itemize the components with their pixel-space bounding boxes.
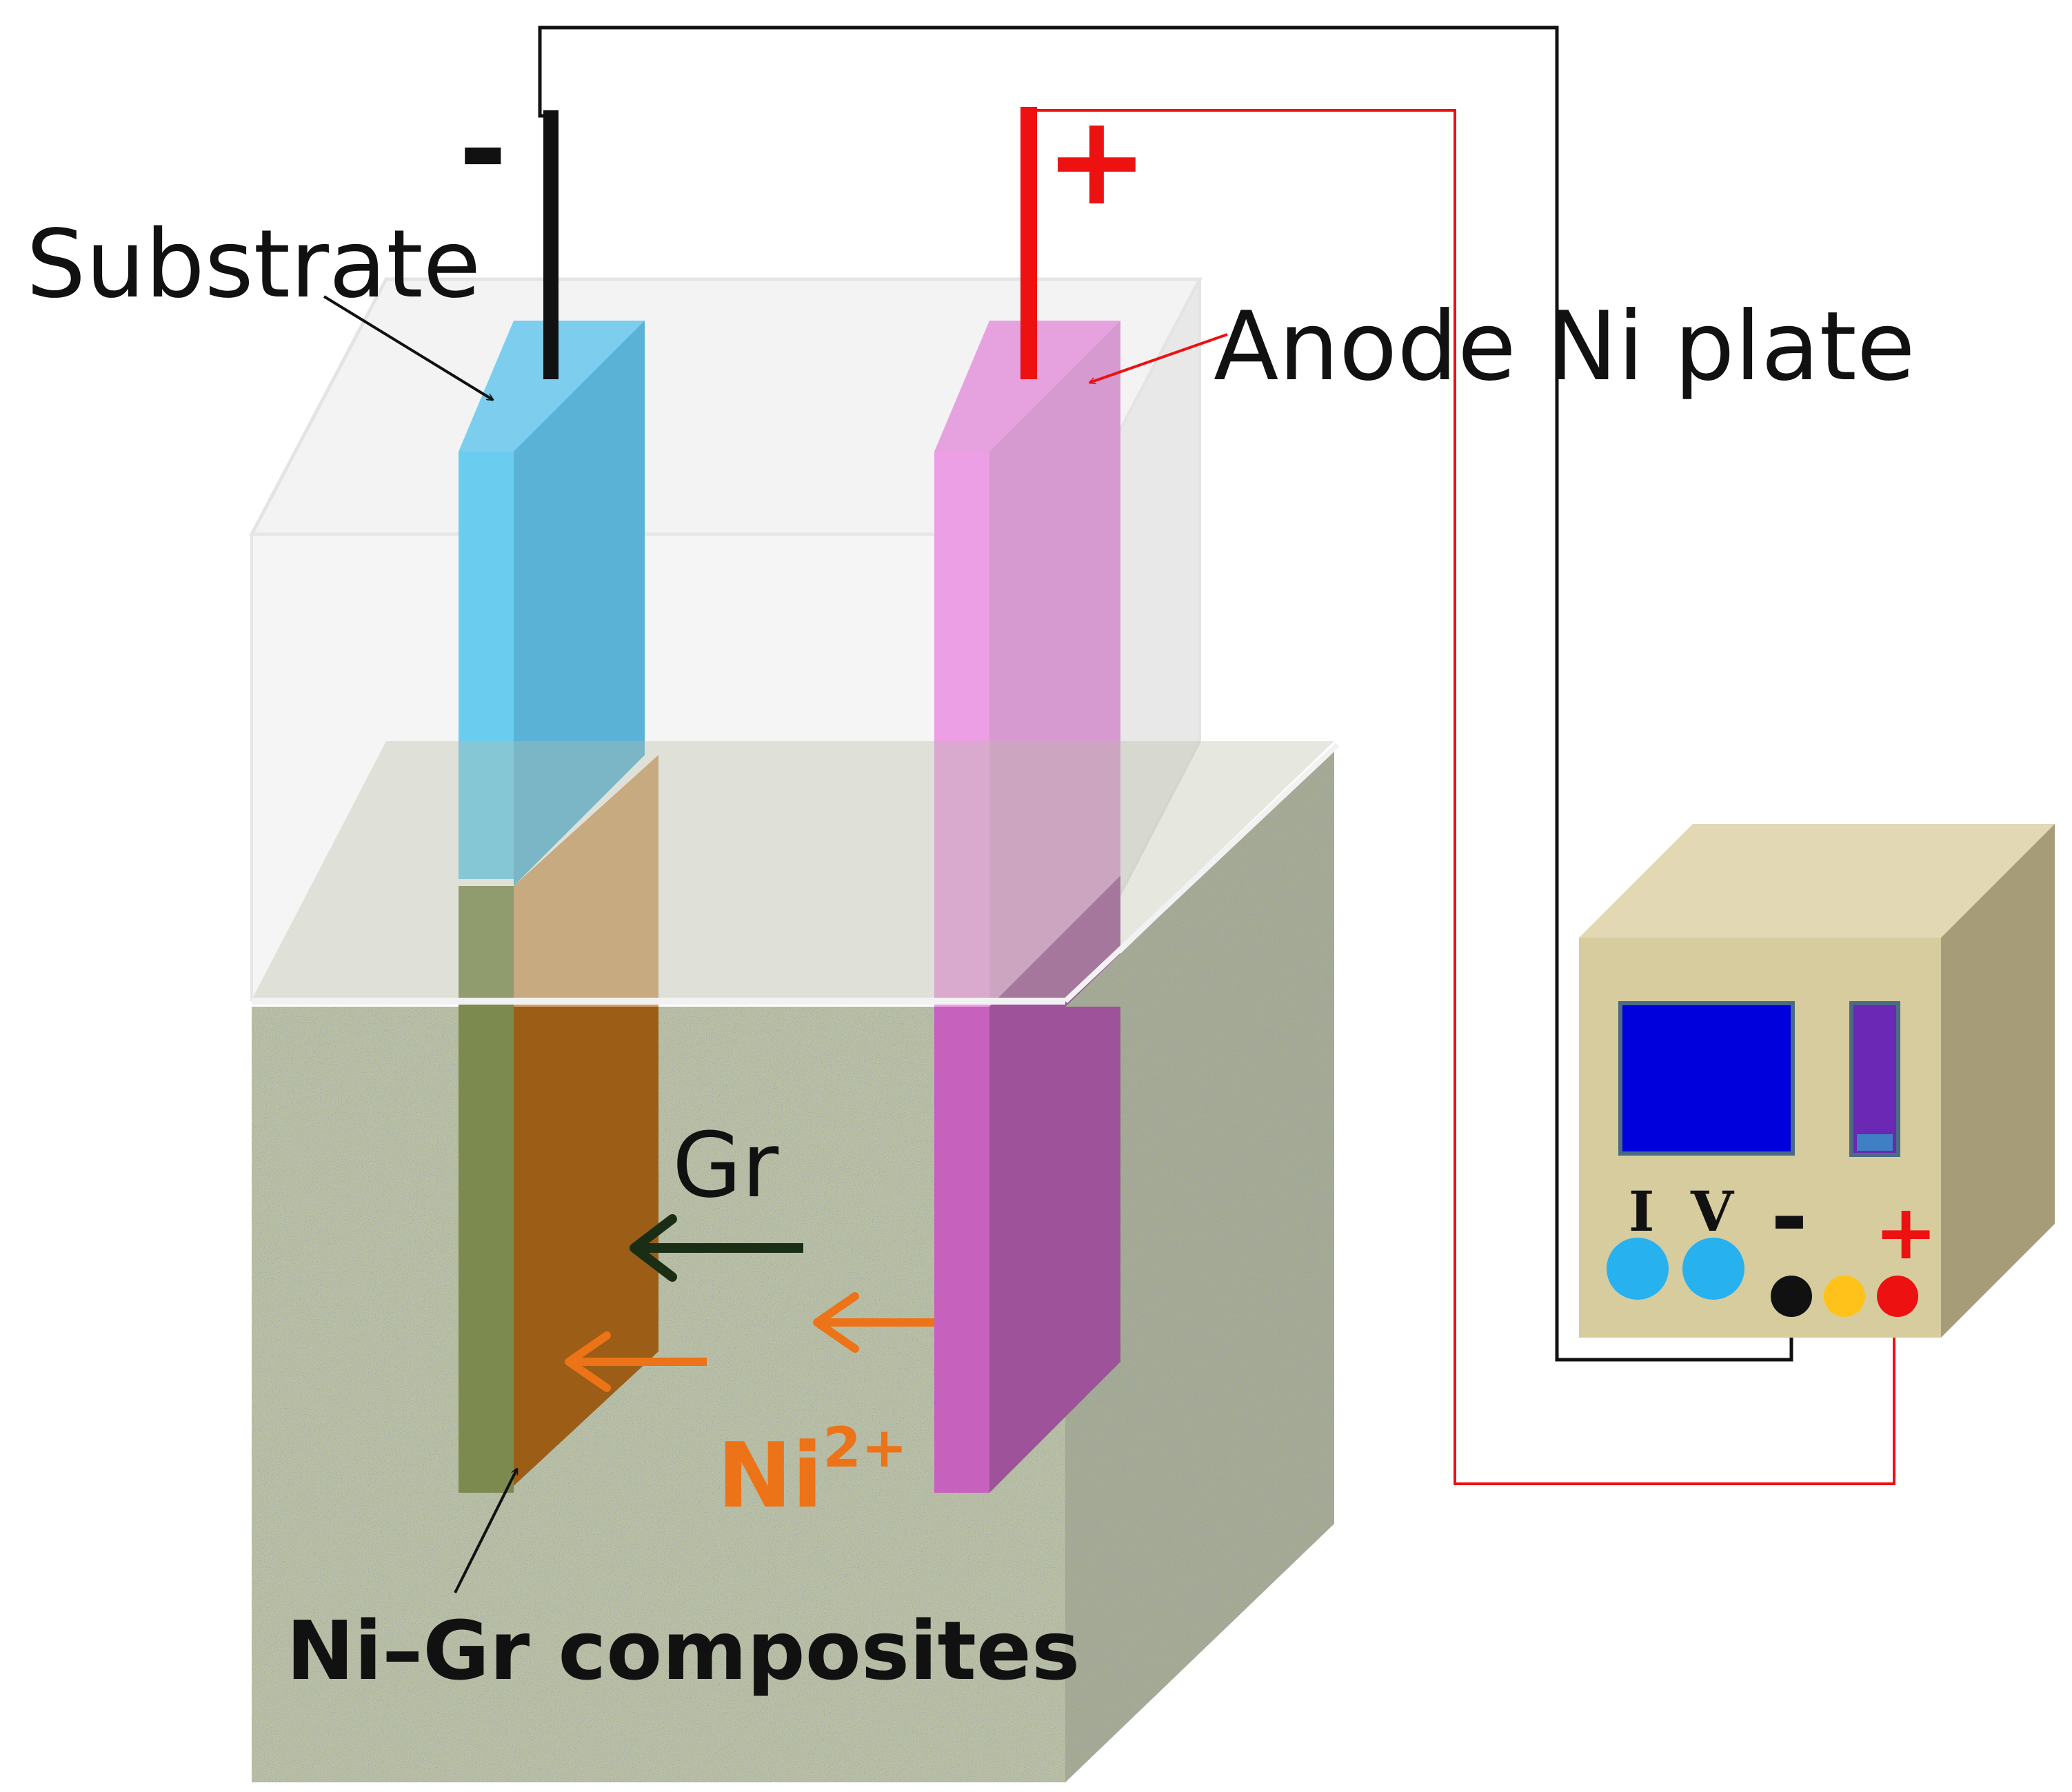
negative-terminal[interactable] (1771, 1276, 1812, 1317)
ni-ion-arrow-upper (813, 1292, 934, 1353)
power-supply-meter-fill (1857, 1134, 1893, 1151)
ni-ion-label: Ni2+ (717, 1416, 907, 1528)
power-supply-top (1579, 824, 2055, 938)
power-supply: I V - + (1579, 824, 2055, 1338)
substrate-label: Substrate (26, 210, 481, 319)
current-knob[interactable] (1607, 1238, 1669, 1300)
immersed-electrodes (459, 1007, 1120, 1493)
cathode-lead (543, 110, 559, 379)
negative-terminal-sign: - (1771, 1165, 1808, 1269)
anode-sign: + (1045, 89, 1149, 233)
anode-pointer-arrow (1089, 333, 1228, 383)
positive-terminal[interactable] (1877, 1276, 1918, 1317)
anode-label: Anode Ni plate (1214, 291, 1915, 402)
voltage-label: V (1690, 1179, 1735, 1244)
cathode-wire (538, 26, 1793, 1362)
cathode-sign: - (459, 81, 507, 218)
substrate-pointer-arrow (323, 295, 493, 401)
gr-arrow (630, 1214, 803, 1282)
anode-lead (1020, 107, 1037, 379)
power-supply-screen (1618, 1001, 1795, 1156)
circuit-wires (538, 26, 1895, 1485)
composite-pointer-arrow (454, 1469, 519, 1593)
ni-ion-arrow-lower (565, 1331, 707, 1392)
ni-ion-charge: 2+ (823, 1416, 907, 1480)
gr-label: Gr (672, 1113, 779, 1218)
anode-wire (1020, 109, 1895, 1485)
ground-terminal[interactable] (1824, 1276, 1865, 1317)
power-supply-side (1941, 824, 2055, 1338)
power-supply-meter (1849, 1001, 1900, 1157)
ni-ion-base: Ni (717, 1423, 823, 1528)
electrolyte (252, 741, 1340, 1782)
current-label: I (1629, 1179, 1654, 1244)
positive-terminal-sign: + (1874, 1188, 1938, 1276)
arrows (323, 295, 1228, 1593)
composites-label: Ni–Gr composites (286, 1603, 1080, 1698)
voltage-knob[interactable] (1682, 1238, 1744, 1300)
